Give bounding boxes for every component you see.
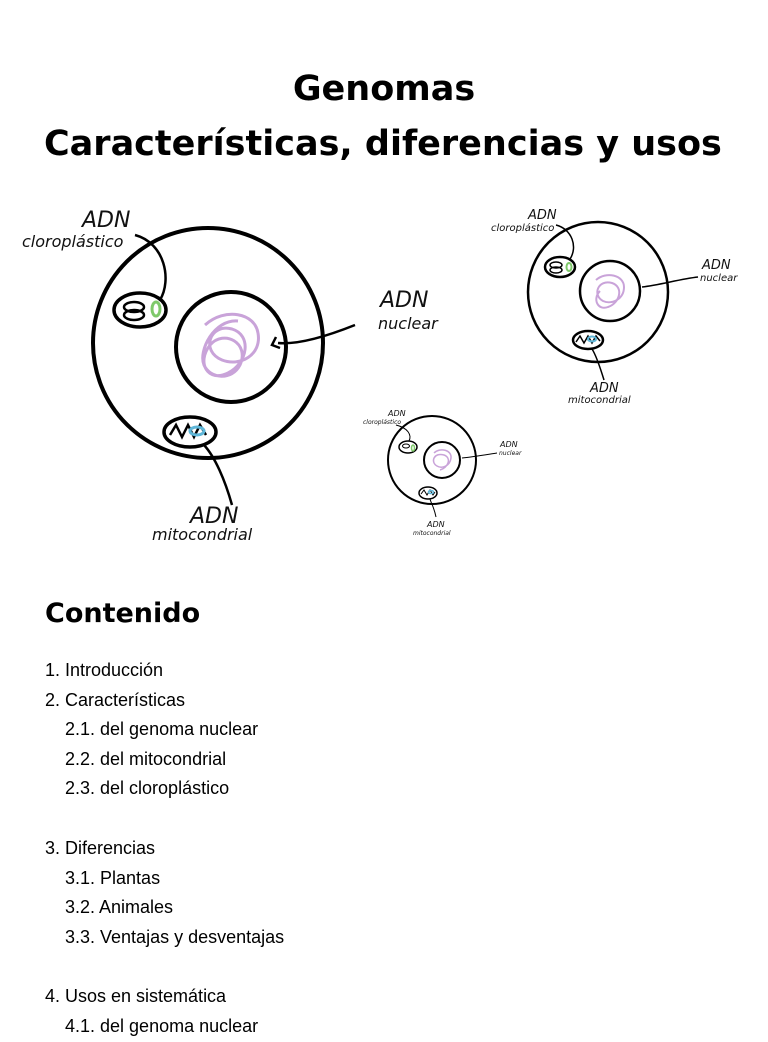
large-cell: ADN cloroplástico ADN nuclear ADN mitoco…: [22, 208, 439, 544]
small-nuclear-label-adn: ADN: [499, 440, 518, 449]
page-title: Genomas: [292, 69, 476, 109]
small-mito-label-adn: ADN: [426, 520, 445, 529]
small-cell: ADN cloroplástico ADN nuclear ADN mitoco…: [363, 409, 522, 537]
small-chloroplast-label: cloroplástico: [363, 419, 401, 426]
medium-mito-label: mitocondrial: [568, 395, 631, 406]
page-subtitle: Características, diferencias y usos: [44, 124, 722, 164]
medium-mitochondrion: [571, 329, 605, 351]
contents-heading: Contenido: [45, 598, 201, 629]
toc-subitem: 3.3. Ventajas y desventajas: [65, 926, 285, 947]
small-mitochondrion: [418, 486, 438, 500]
large-nucleus: [174, 290, 288, 404]
large-chloroplast-label: cloroplástico: [22, 232, 124, 251]
toc-subitem: 3.1. Plantas: [65, 867, 161, 888]
large-cell-membrane: [91, 226, 325, 460]
toc-subitem: 2.1. del genoma nuclear: [65, 719, 259, 740]
toc-item: 2. Características: [45, 689, 186, 710]
small-mito-label: mitocondrial: [413, 530, 451, 537]
small-nucleus: [423, 441, 461, 479]
cell-genome-illustration: ADN cloroplástico ADN nuclear ADN mitoco…: [22, 208, 738, 544]
large-chloroplast-label-adn: ADN: [80, 208, 130, 233]
toc-spacer: [45, 804, 284, 834]
medium-cell: ADN cloroplástico ADN nuclear ADN mitoco…: [491, 208, 738, 406]
large-nuclear-label: nuclear: [378, 314, 439, 333]
toc-subitem: 4.1. del genoma nuclear: [65, 1015, 259, 1036]
medium-nuclear-label: nuclear: [700, 273, 738, 284]
toc-subitem: 2.2. del mitocondrial: [65, 748, 227, 769]
large-mitochondrion: [162, 415, 218, 449]
large-mito-label-adn: ADN: [188, 504, 238, 529]
toc-subitem: 3.2. Animales: [65, 897, 174, 918]
toc-item: 1. Introducción: [45, 660, 164, 680]
medium-nuclear-label-adn: ADN: [701, 258, 731, 273]
small-nuclear-label: nuclear: [499, 450, 522, 457]
toc-spacer: [45, 952, 284, 982]
small-chloroplast: [398, 440, 418, 454]
large-mito-label: mitocondrial: [152, 525, 253, 544]
toc-subitem: 2.3. del cloroplástico: [65, 778, 230, 799]
medium-chloroplast-label-adn: ADN: [527, 208, 557, 223]
medium-chloroplast: [543, 255, 577, 279]
small-chloroplast-label-adn: ADN: [387, 409, 406, 418]
medium-nuclear-dna: [595, 274, 626, 309]
large-chloroplast: [112, 291, 168, 329]
table-of-contents: 1. Introducción 2. Características 2.1. …: [45, 656, 284, 1042]
medium-chloroplast-label: cloroplástico: [491, 222, 554, 234]
toc-item: 3. Diferencias: [45, 837, 156, 858]
large-nuclear-label-adn: ADN: [378, 288, 428, 313]
small-nuclear-dna: [432, 449, 452, 471]
medium-mito-label-adn: ADN: [589, 381, 619, 396]
medium-nucleus: [578, 259, 642, 323]
toc-item: 4. Usos en sistemática: [45, 986, 227, 1007]
large-nuclear-dna: [201, 312, 260, 378]
